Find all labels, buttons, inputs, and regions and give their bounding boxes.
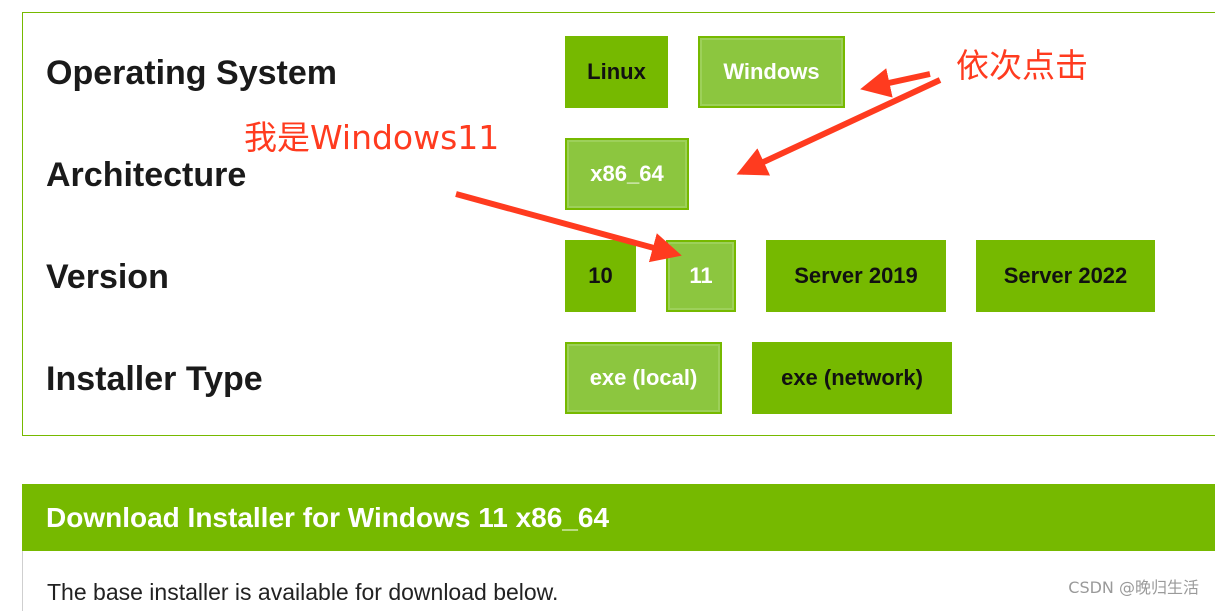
option-server-2022[interactable]: Server 2022: [976, 240, 1155, 312]
arrow-to-x86-64: [736, 77, 942, 176]
watermark: CSDN @晚归生活: [1068, 578, 1199, 597]
annotation-click-in-order: 依次点击: [956, 46, 1088, 85]
option-version-10[interactable]: 10: [565, 240, 636, 312]
row-label-architecture: Architecture: [46, 156, 247, 194]
option-server-2019[interactable]: Server 2019: [766, 240, 946, 312]
option-linux[interactable]: Linux: [565, 36, 668, 108]
download-description: The base installer is available for down…: [47, 579, 559, 605]
row-label-installer-type: Installer Type: [46, 360, 263, 398]
download-body: The base installer is available for down…: [22, 551, 1215, 611]
arrow-to-version-11: [455, 191, 682, 263]
annotation-i-am-windows11: 我是Windows11: [244, 118, 500, 157]
download-header-text: Download Installer for Windows 11 x86_64: [46, 501, 610, 533]
option-exe-network[interactable]: exe (network): [752, 342, 952, 414]
option-x86-64[interactable]: x86_64: [565, 138, 689, 210]
download-header: Download Installer for Windows 11 x86_64: [22, 484, 1215, 551]
row-label-operating-system: Operating System: [46, 54, 337, 92]
arrow-to-windows: [860, 68, 931, 98]
option-exe-local[interactable]: exe (local): [565, 342, 722, 414]
option-windows[interactable]: Windows: [698, 36, 845, 108]
row-label-version: Version: [46, 258, 169, 296]
installer-selector-panel: [22, 12, 1215, 436]
